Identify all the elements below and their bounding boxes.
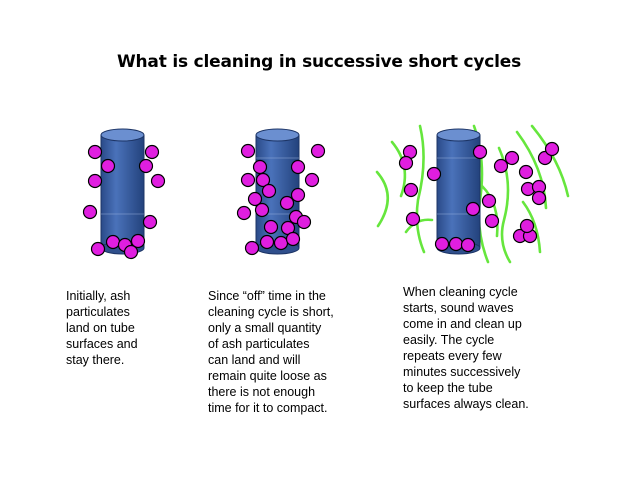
caption-line: cleaning cycle is short, [208, 305, 334, 319]
caption-line: come in and clean up [403, 317, 522, 331]
ash-particle [310, 143, 326, 159]
ash-particle [142, 214, 158, 230]
caption-line: to keep the tube [403, 381, 493, 395]
ash-particle [290, 159, 306, 175]
ash-particle [296, 214, 312, 230]
ash-particle [544, 141, 560, 157]
panel-3-illustration [375, 124, 570, 264]
ash-particle [150, 173, 166, 189]
ash-particle [254, 202, 270, 218]
ash-particle [255, 172, 271, 188]
ash-particle [481, 193, 497, 209]
ash-particle [87, 144, 103, 160]
ash-particle [398, 155, 414, 171]
caption-line: only a small quantity [208, 321, 322, 335]
tube-3 [436, 128, 481, 255]
ash-particle [460, 237, 476, 253]
ash-particle [87, 173, 103, 189]
ash-particle [82, 204, 98, 220]
caption-line: repeats every few [403, 349, 502, 363]
ash-particle [504, 150, 520, 166]
ash-particle [247, 191, 263, 207]
ash-particle [244, 240, 260, 256]
caption-line: surfaces and [66, 337, 138, 351]
ash-particle [493, 158, 509, 174]
caption-line: When cleaning cycle [403, 285, 518, 299]
ash-particle [403, 182, 419, 198]
caption-panel-3: When cleaning cycle starts, sound waves … [403, 284, 529, 412]
ash-particle [105, 234, 121, 250]
ash-particle [259, 234, 275, 250]
ash-particle [263, 219, 279, 235]
slide-title: What is cleaning in successive short cyc… [116, 52, 522, 72]
particles-3 [398, 141, 560, 253]
caption-line: stay there. [66, 353, 125, 367]
caption-line: can land and will [208, 353, 301, 367]
ash-particle [240, 172, 256, 188]
ash-particle [279, 195, 295, 211]
caption-line: of ash particulates [208, 337, 310, 351]
ash-particle [484, 213, 500, 229]
ash-particle [285, 231, 301, 247]
ash-particle [426, 166, 442, 182]
ash-particle [465, 201, 481, 217]
ash-particle [90, 241, 106, 257]
ash-particle [123, 244, 139, 260]
sound-wave [530, 124, 570, 198]
ash-particle [448, 236, 464, 252]
caption-line: surfaces always clean. [403, 397, 529, 411]
ash-particle [252, 159, 268, 175]
ash-particle [405, 211, 421, 227]
caption-line: minutes successively [403, 365, 521, 379]
caption-line: easily. The cycle [403, 333, 495, 347]
tube-1 [100, 128, 145, 255]
ash-particle [144, 144, 160, 160]
caption-line: there is not enough [208, 385, 316, 399]
caption-line: remain quite loose as [208, 369, 327, 383]
ash-particle [290, 187, 306, 203]
sound-wave [415, 124, 426, 254]
ash-particle [304, 172, 320, 188]
ash-particle [518, 164, 534, 180]
ash-particle [261, 183, 277, 199]
ash-particle [130, 233, 146, 249]
caption-line: land on tube [66, 321, 135, 335]
particles-1 [82, 144, 166, 260]
sound-wave [480, 184, 499, 238]
ash-particle [138, 158, 154, 174]
caption-line: particulates [66, 305, 130, 319]
ash-particle [531, 190, 547, 206]
caption-line: Initially, ash [66, 289, 131, 303]
panel-2-illustration [236, 128, 326, 256]
ash-particle [472, 144, 488, 160]
ash-particle [240, 143, 256, 159]
caption-line: Since “off” time in the [208, 289, 326, 303]
ash-particle [519, 218, 535, 234]
sound-wave [521, 200, 542, 254]
caption-panel-2: Since “off” time in the cleaning cycle i… [208, 288, 334, 416]
caption-line: time for it to compact. [208, 401, 328, 415]
sound-wave [375, 170, 390, 228]
panel-1-illustration [82, 128, 166, 260]
ash-particle [100, 158, 116, 174]
caption-panel-1: Initially, ash particulates land on tube… [66, 288, 138, 368]
particles-2 [236, 143, 326, 256]
ash-particle [273, 235, 289, 251]
caption-line: starts, sound waves [403, 301, 514, 315]
ash-particle [434, 236, 450, 252]
ash-particle [236, 205, 252, 221]
